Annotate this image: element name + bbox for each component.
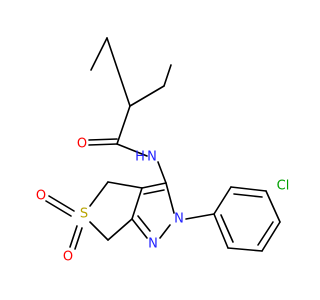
sulfolane-ring-bonds (89, 181, 143, 241)
bond-n2-phenyl (185, 213, 215, 220)
sulfonyl-bonds (45, 195, 83, 250)
bond-ph-6 (213, 213, 229, 249)
bond-ethyl1-b (106, 37, 131, 107)
atom-nitrogen-n2: N (174, 212, 184, 227)
phenyl-ring-bonds (213, 186, 281, 252)
bond-ethyl2-b (163, 64, 172, 87)
bond-co-1 (88, 143, 118, 146)
bond-c3a-c4 (107, 181, 143, 189)
bond-ph-2-inner (233, 193, 263, 198)
bond-ph-1 (213, 186, 232, 215)
bond-ethyl1-a (90, 37, 108, 71)
bond-s-c6 (89, 221, 109, 241)
atom-oxygen-sulfonyl-bottom: O (63, 250, 73, 265)
bond-s-o1 (48, 195, 75, 212)
bond-c6a-n1-inner (137, 215, 151, 232)
atom-oxygen-sulfonyl-left: O (36, 189, 46, 204)
bond-c3-c3a (141, 182, 167, 189)
bond-s-o1b (45, 200, 72, 217)
atom-nitrogen-n1: N (148, 237, 158, 252)
bond-co-2 (88, 138, 118, 141)
bond-ph-6-inner (220, 214, 234, 243)
bond-c6-c6a (107, 218, 133, 241)
bond-c6a-n1 (131, 218, 148, 239)
bond-c4-s (89, 181, 109, 207)
bond-ph-3 (265, 190, 281, 223)
atom-sulfur: S (80, 207, 88, 222)
bond-n1-n2 (159, 224, 171, 239)
alkyl-chain-bonds (90, 37, 172, 145)
bond-ph-4 (261, 221, 281, 252)
bond-ch-carbonyl (116, 105, 131, 145)
bond-c-n (116, 143, 148, 157)
chemical-structure: O N H S O O N N Cl (36, 37, 290, 265)
bond-ph-4-inner (257, 221, 274, 246)
atom-hydrogen-amide: H (135, 150, 145, 165)
bond-ph-2 (230, 186, 267, 192)
pyrazole-ring-bonds (131, 182, 175, 239)
bond-ph-5 (227, 247, 263, 252)
carbonyl-bonds (88, 138, 148, 157)
atom-oxygen-carbonyl: O (77, 137, 87, 152)
bond-n2-c3 (165, 182, 175, 214)
bond-s-o2 (69, 225, 78, 248)
bond-s-o2b (74, 227, 83, 250)
bond-ethyl2-a (129, 85, 165, 107)
atom-nitrogen-amide: N (147, 150, 157, 165)
bond-c3-c3a-inner (143, 189, 165, 195)
atom-chlorine: Cl (277, 179, 290, 194)
bond-c3a-c6a (131, 187, 143, 220)
bond-nh-ring (157, 161, 167, 184)
